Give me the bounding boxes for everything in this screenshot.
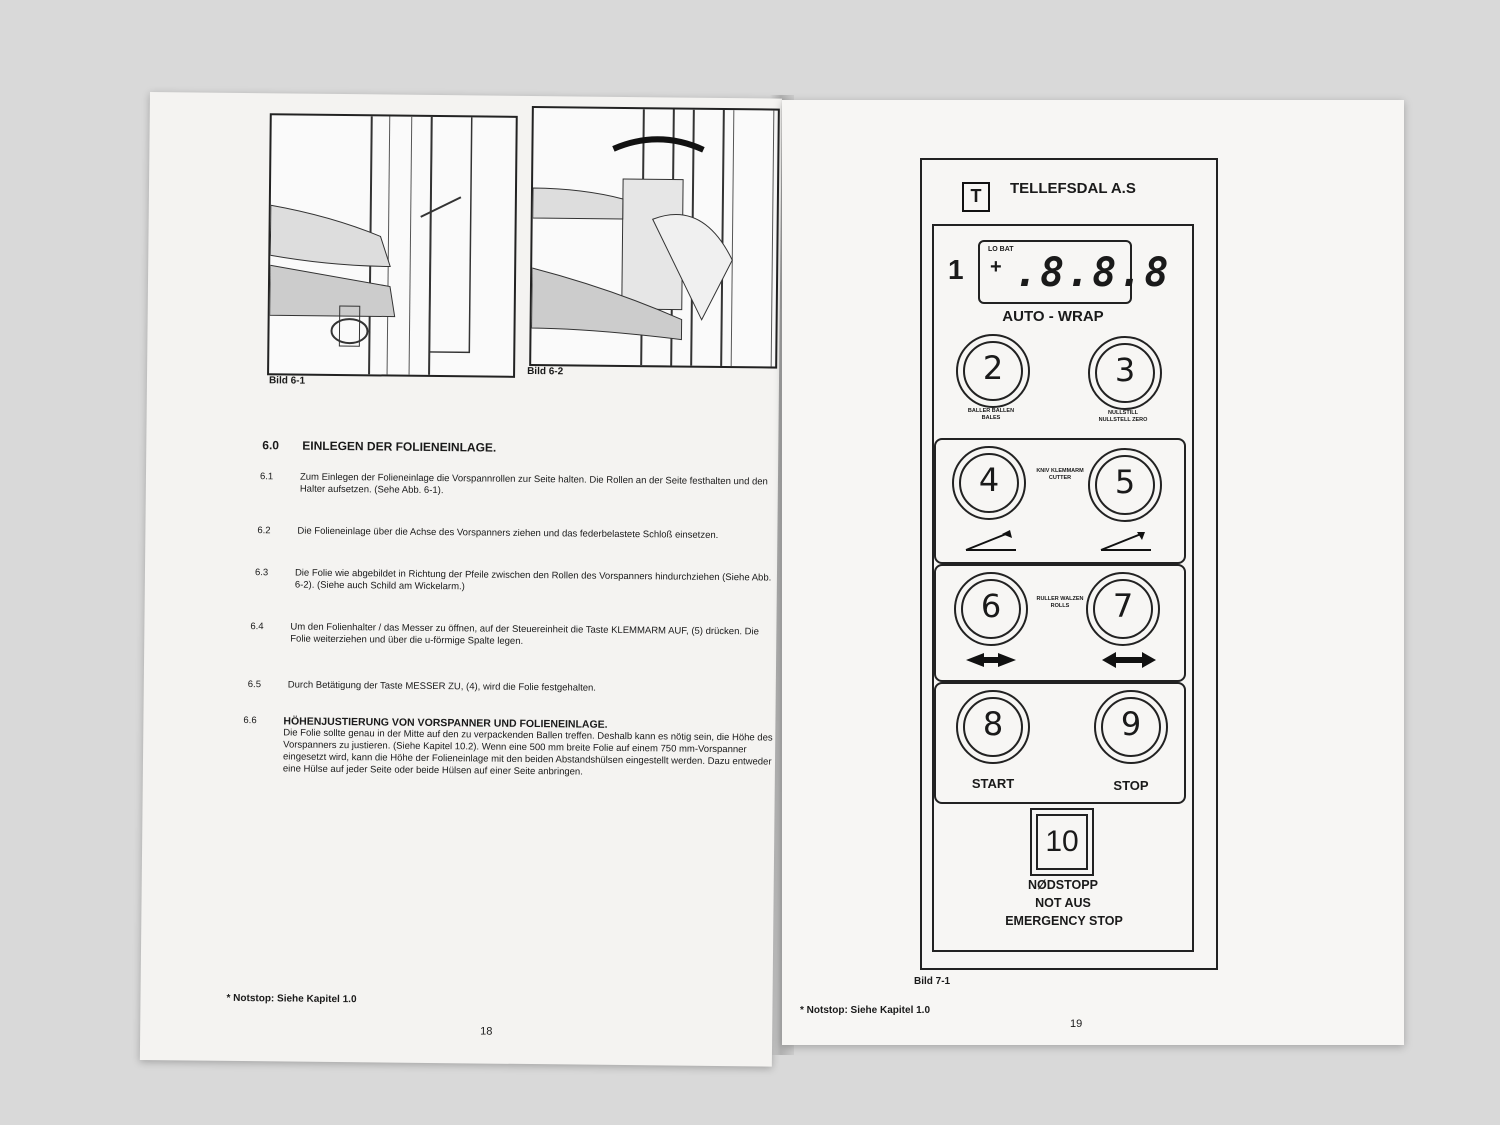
item-text: Zum Einlegen der Folieneinlage die Vorsp…: [299, 471, 768, 497]
low-battery-indicator: LO BAT: [988, 246, 1014, 253]
key-6[interactable]: 6: [954, 572, 1028, 646]
figure-7-1-caption: Bild 7-1: [914, 976, 951, 987]
display-value: .8.8.8: [1014, 250, 1171, 296]
key-8-label: 8: [982, 705, 1004, 743]
key-7-label: 7: [1112, 587, 1134, 625]
item-text: Die Folie sollte genau in der Mitte auf …: [282, 727, 773, 778]
item-number: 6.3: [254, 567, 269, 579]
item-number: 6.2: [257, 525, 271, 537]
key-9[interactable]: 9: [1094, 690, 1168, 764]
arrows-inward-icon: [966, 653, 1016, 667]
key-7[interactable]: 7: [1086, 572, 1160, 646]
section-6-0: 6.0 EINLEGEN DER FOLIENEINLAGE.: [262, 438, 782, 454]
key-3-label: 3: [1114, 351, 1136, 389]
item-text: Um den Folienhalter / das Messer zu öffn…: [290, 621, 759, 647]
bales-label: BALLER BALLEN BALES: [967, 408, 1015, 421]
section-number: 6.0: [262, 438, 280, 453]
key-2-label: 2: [982, 349, 1004, 387]
figure-6-1: [267, 113, 518, 378]
key-4[interactable]: 4: [952, 446, 1026, 520]
emergency-label-de: NOT AUS: [1035, 896, 1091, 910]
ramp-close-icon: [1100, 532, 1151, 551]
item-text: Durch Betätigung der Taste MESSER ZU, (4…: [287, 679, 597, 694]
figure-6-2: [529, 105, 780, 369]
item-number: 6.6: [243, 715, 257, 727]
display-index: 1: [948, 254, 964, 285]
right-page: T TELLEFSDAL A.S 1 LO BAT + .8.8.8 AUTO …: [782, 100, 1404, 1045]
item-6-4: 6.4 Um den Folienhalter / das Messer zu …: [250, 621, 770, 647]
cutter-section: 4 5 KNIV KLEMMARM CUTTER: [934, 438, 1186, 564]
item-6-1: 6.1 Zum Einlegen der Folieneinlage die V…: [260, 471, 780, 496]
display-section: 1 LO BAT + .8.8.8 AUTO - WRAP 2 3 BALLER…: [938, 230, 1184, 426]
display-label: AUTO - WRAP: [1002, 308, 1104, 325]
item-6-5: 6.5 Durch Betätigung der Taste MESSER ZU…: [248, 679, 768, 694]
item-content: HÖHENJUSTIERUNG VON VORSPANNER UND FOLIE…: [283, 715, 774, 780]
emergency-label-no: NØDSTOPP: [1028, 878, 1098, 892]
panel-body: 1 LO BAT + .8.8.8 AUTO - WRAP 2 3 BALLER…: [932, 224, 1194, 952]
figure-6-2-caption: Bild 6-2: [527, 365, 564, 378]
ramp-open-icon: [965, 530, 1016, 551]
footnote: * Notstop: Siehe Kapitel 1.0: [226, 992, 357, 1006]
item-6-3: 6.3 Die Folie wie abgebildet in Richtung…: [255, 567, 775, 592]
display-plus: +: [990, 256, 1002, 278]
control-panel-diagram: T TELLEFSDAL A.S 1 LO BAT + .8.8.8 AUTO …: [920, 158, 1218, 970]
cutter-ramp-icons: [965, 530, 1151, 551]
item-text: Die Folie wie abgebildet in Richtung der…: [294, 567, 772, 593]
figure-6-2-illustration: [531, 105, 775, 369]
key-8[interactable]: 8: [956, 690, 1030, 764]
cutter-label: KNIV KLEMMARM CUTTER: [1036, 468, 1084, 481]
roll-arrow-icons: [966, 652, 1156, 668]
key-6-label: 6: [980, 587, 1002, 625]
lcd-display: LO BAT + .8.8.8: [978, 240, 1169, 304]
item-number: 6.4: [250, 621, 264, 633]
item-number: 6.5: [247, 679, 262, 691]
page-number: 19: [1070, 1018, 1083, 1030]
figure-6-1-caption: Bild 6-1: [268, 375, 306, 387]
start-label: START: [971, 776, 1015, 791]
key-4-label: 4: [978, 461, 1000, 499]
item-6-2: 6.2 Die Folieneinlage über die Achse des…: [257, 525, 777, 541]
brand-logo: T: [962, 182, 990, 212]
footnote: * Notstop: Siehe Kapitel 1.0: [800, 1005, 931, 1016]
arrows-outward-icon: [1102, 652, 1156, 668]
key-2[interactable]: 2: [956, 334, 1030, 408]
key-3[interactable]: 3: [1088, 336, 1162, 410]
left-page: Bild 6-1 Bild 6-2 6.0 EINLEGEN DER FOLIE…: [139, 92, 782, 1067]
item-6-6: 6.6 HÖHENJUSTIERUNG VON VORSPANNER UND F…: [243, 715, 773, 778]
item-number: 6.1: [259, 471, 274, 483]
emergency-label-en: EMERGENCY STOP: [1005, 914, 1123, 928]
start-stop-section: 8 9 START STOP: [934, 682, 1186, 804]
stop-label: STOP: [1113, 778, 1149, 793]
figure-6-1-illustration: [269, 113, 473, 378]
key-5[interactable]: 5: [1088, 448, 1162, 522]
brand-name: TELLEFSDAL A.S: [1010, 180, 1136, 197]
item-text: Die Folieneinlage über die Achse des Vor…: [297, 525, 719, 541]
rolls-label: RULLER WALZEN ROLLS: [1036, 596, 1084, 609]
rolls-section: 6 7 RULLER WALZEN ROLLS: [934, 564, 1186, 682]
key-9-label: 9: [1120, 705, 1142, 743]
zero-label: NULLSTILL NULLSTELL ZERO: [1098, 410, 1148, 423]
key-5-label: 5: [1114, 463, 1136, 501]
section-title: EINLEGEN DER FOLIENEINLAGE.: [302, 438, 497, 455]
emergency-stop-button[interactable]: 10: [1030, 808, 1094, 876]
page-number: 18: [480, 1025, 493, 1038]
key-10-label: 10: [1036, 814, 1088, 870]
